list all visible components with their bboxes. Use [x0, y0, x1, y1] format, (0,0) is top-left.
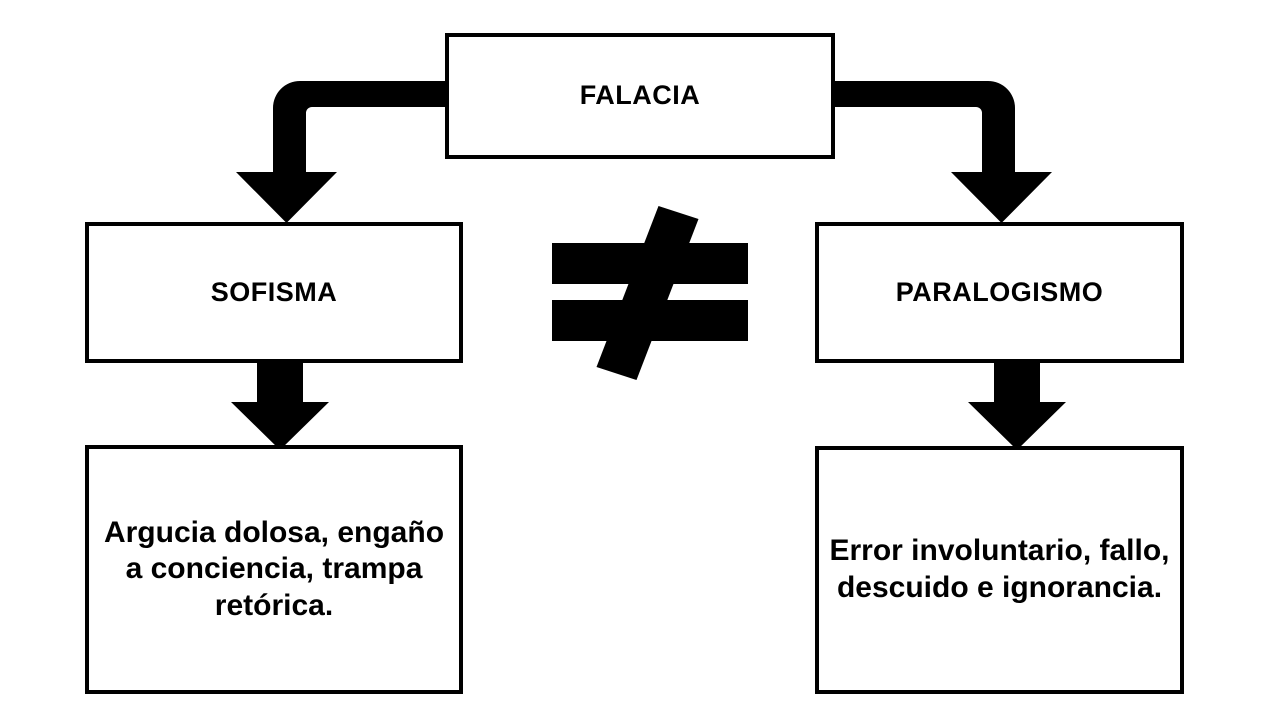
node-sofisma-description-text: Argucia dolosa, engaño a conciencia, tra… — [103, 515, 445, 622]
node-falacia-label: FALACIA — [579, 80, 701, 111]
node-paralogismo-description: Error involuntario, fallo, descuido e ig… — [815, 446, 1184, 694]
connector-paralogismo-to-description-arrow-icon — [968, 358, 1066, 450]
node-sofisma: SOFISMA — [85, 222, 463, 363]
node-sofisma-description: Argucia dolosa, engaño a conciencia, tra… — [85, 445, 463, 694]
node-falacia: FALACIA — [445, 33, 835, 159]
node-paralogismo-label: PARALOGISMO — [895, 276, 1104, 307]
node-sofisma-label: SOFISMA — [210, 276, 338, 307]
connector-falacia-to-sofisma-arrow-icon — [236, 81, 468, 223]
node-paralogismo: PARALOGISMO — [815, 222, 1184, 363]
node-paralogismo-description-text: Error involuntario, fallo, descuido e ig… — [829, 534, 1170, 604]
not-equal-icon — [552, 206, 748, 380]
connector-sofisma-to-description-arrow-icon — [231, 358, 329, 450]
connector-falacia-to-paralogismo-arrow-icon — [820, 81, 1052, 223]
